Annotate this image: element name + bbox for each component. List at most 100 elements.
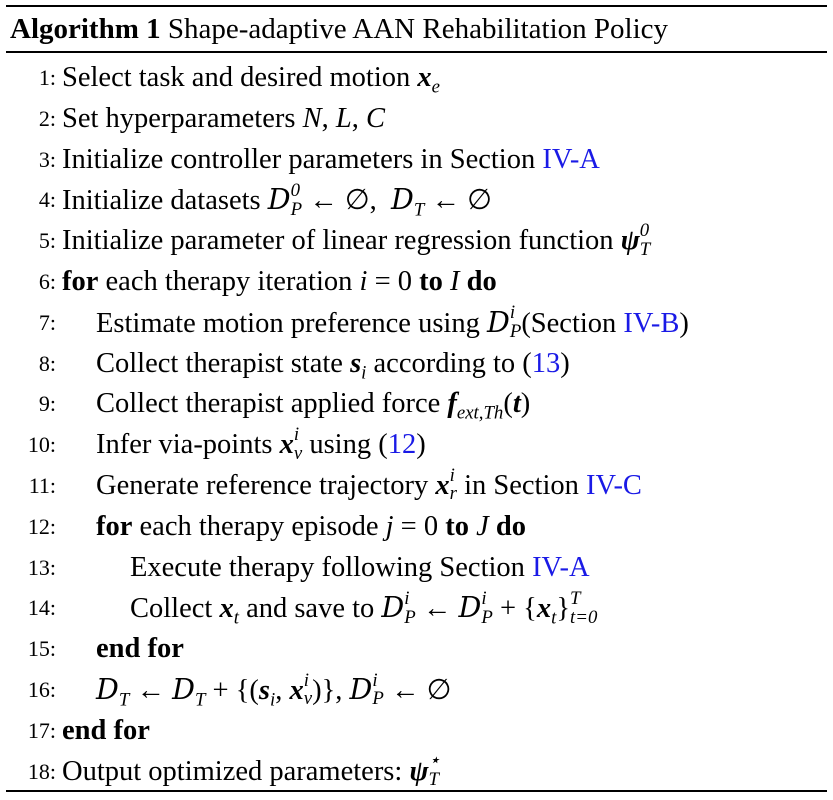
section-link[interactable]: IV-C xyxy=(585,469,642,501)
algorithm-line: 8: Collect therapist state si according … xyxy=(0,344,833,385)
line-content: Set hyperparameters N, L, C xyxy=(62,99,385,140)
line-number: 8: xyxy=(38,350,56,376)
line-text: in Section xyxy=(464,469,579,501)
equation-link[interactable]: 12 xyxy=(387,429,417,461)
line-text: Initialize parameter of linear regressio… xyxy=(62,225,614,257)
line-number: 7: xyxy=(38,309,56,335)
line-text: according to ( xyxy=(373,347,532,379)
line-content: Initialize controller parameters in Sect… xyxy=(62,140,600,181)
algorithm-line: 1: Select task and desired motion xe xyxy=(0,58,833,99)
line-text: (Section xyxy=(521,307,624,339)
line-number: 12: xyxy=(27,513,56,539)
line-text: Generate reference trajectory xyxy=(96,469,429,501)
math-expression: i = 0 xyxy=(359,265,413,297)
keyword: for xyxy=(96,510,133,542)
line-text: Execute therapy following Section xyxy=(130,551,525,583)
line-text: Initialize datasets xyxy=(62,185,261,217)
algorithm-header: Algorithm 1 Shape-adaptive AAN Rehabilit… xyxy=(10,8,668,50)
line-number: 11: xyxy=(28,472,56,498)
algorithm-line: 5: Initialize parameter of linear regres… xyxy=(0,221,833,262)
math-expression: I xyxy=(450,265,460,297)
line-content: for each therapy iteration i = 0 to I do xyxy=(62,262,497,303)
line-number: 1: xyxy=(38,65,56,90)
math-expression: j = 0 xyxy=(385,510,439,542)
line-text: Collect therapist applied force xyxy=(96,388,441,420)
line-text: Collect therapist state xyxy=(96,347,343,379)
line-number: 10: xyxy=(27,432,56,458)
math-expression: fext,Th(t) xyxy=(447,388,531,425)
keyword: end for xyxy=(62,714,150,746)
section-link[interactable]: IV-A xyxy=(542,143,600,175)
math-expression: si xyxy=(350,347,367,384)
math-expression: xt xyxy=(219,593,239,630)
section-link[interactable]: IV-A xyxy=(532,551,590,583)
line-number: 14: xyxy=(27,595,56,621)
algorithm-line: 15: end for xyxy=(0,629,833,670)
line-content: Execute therapy following Section IV-A xyxy=(130,548,590,589)
line-number: 13: xyxy=(27,554,56,580)
line-text: Initialize controller parameters in Sect… xyxy=(62,143,536,175)
keyword: to xyxy=(419,265,443,297)
line-content: Initialize parameter of linear regressio… xyxy=(62,221,650,262)
algorithm-line: 2: Set hyperparameters N, L, C xyxy=(0,99,833,140)
line-content: Select task and desired motion xe xyxy=(62,62,440,98)
line-number: 15: xyxy=(27,636,56,662)
top-rule xyxy=(6,5,827,7)
line-text: Select task and desired motion xyxy=(62,62,411,93)
line-number: 18: xyxy=(27,758,56,784)
line-number: 2: xyxy=(38,105,56,131)
line-number: 4: xyxy=(38,187,56,213)
keyword: do xyxy=(495,510,526,542)
algorithm-line: 18: Output optimized parameters: ψ⋆T xyxy=(0,750,833,793)
keyword: end for xyxy=(96,633,184,665)
math-expression: ψ⋆T xyxy=(409,750,441,790)
line-text: Infer via-points xyxy=(96,429,273,461)
line-text: ) xyxy=(679,307,689,339)
line-content: end for xyxy=(96,629,184,670)
keyword: to xyxy=(445,510,469,542)
keyword: do xyxy=(466,265,497,297)
algorithm-lines: 1: Select task and desired motion xe 2: … xyxy=(0,58,833,792)
line-number: 16: xyxy=(27,676,56,702)
line-text: Collect xyxy=(130,593,213,625)
line-number: 6: xyxy=(38,268,56,294)
line-text: Set hyperparameters xyxy=(62,102,296,134)
algorithm-line: 9: Collect therapist applied force fext,… xyxy=(0,384,833,425)
math-expression: x xyxy=(417,62,432,93)
line-number: 5: xyxy=(38,228,56,254)
line-text: each therapy iteration xyxy=(105,265,353,297)
algorithm-label: Algorithm 1 xyxy=(10,13,161,45)
line-content: for each therapy episode j = 0 to J do xyxy=(96,507,526,548)
algorithm-line: 12: for each therapy episode j = 0 to J … xyxy=(0,507,833,548)
line-text: Estimate motion preference using xyxy=(96,307,480,339)
algorithm-line: 13: Execute therapy following Section IV… xyxy=(0,548,833,589)
header-rule xyxy=(6,51,827,53)
line-number: 9: xyxy=(38,391,56,417)
algorithm-line: 6: for each therapy iteration i = 0 to I… xyxy=(0,262,833,303)
bottom-rule xyxy=(6,790,827,792)
math-expression: N, L, C xyxy=(302,102,385,134)
line-number: 17: xyxy=(27,717,56,743)
line-text: and save to xyxy=(246,593,375,625)
section-link[interactable]: IV-B xyxy=(623,307,680,339)
equation-link[interactable]: 13 xyxy=(531,347,561,379)
line-text: using ( xyxy=(309,429,388,461)
line-content: Collect therapist state si according to … xyxy=(96,344,570,385)
line-content: Output optimized parameters: ψ⋆T xyxy=(62,750,441,793)
